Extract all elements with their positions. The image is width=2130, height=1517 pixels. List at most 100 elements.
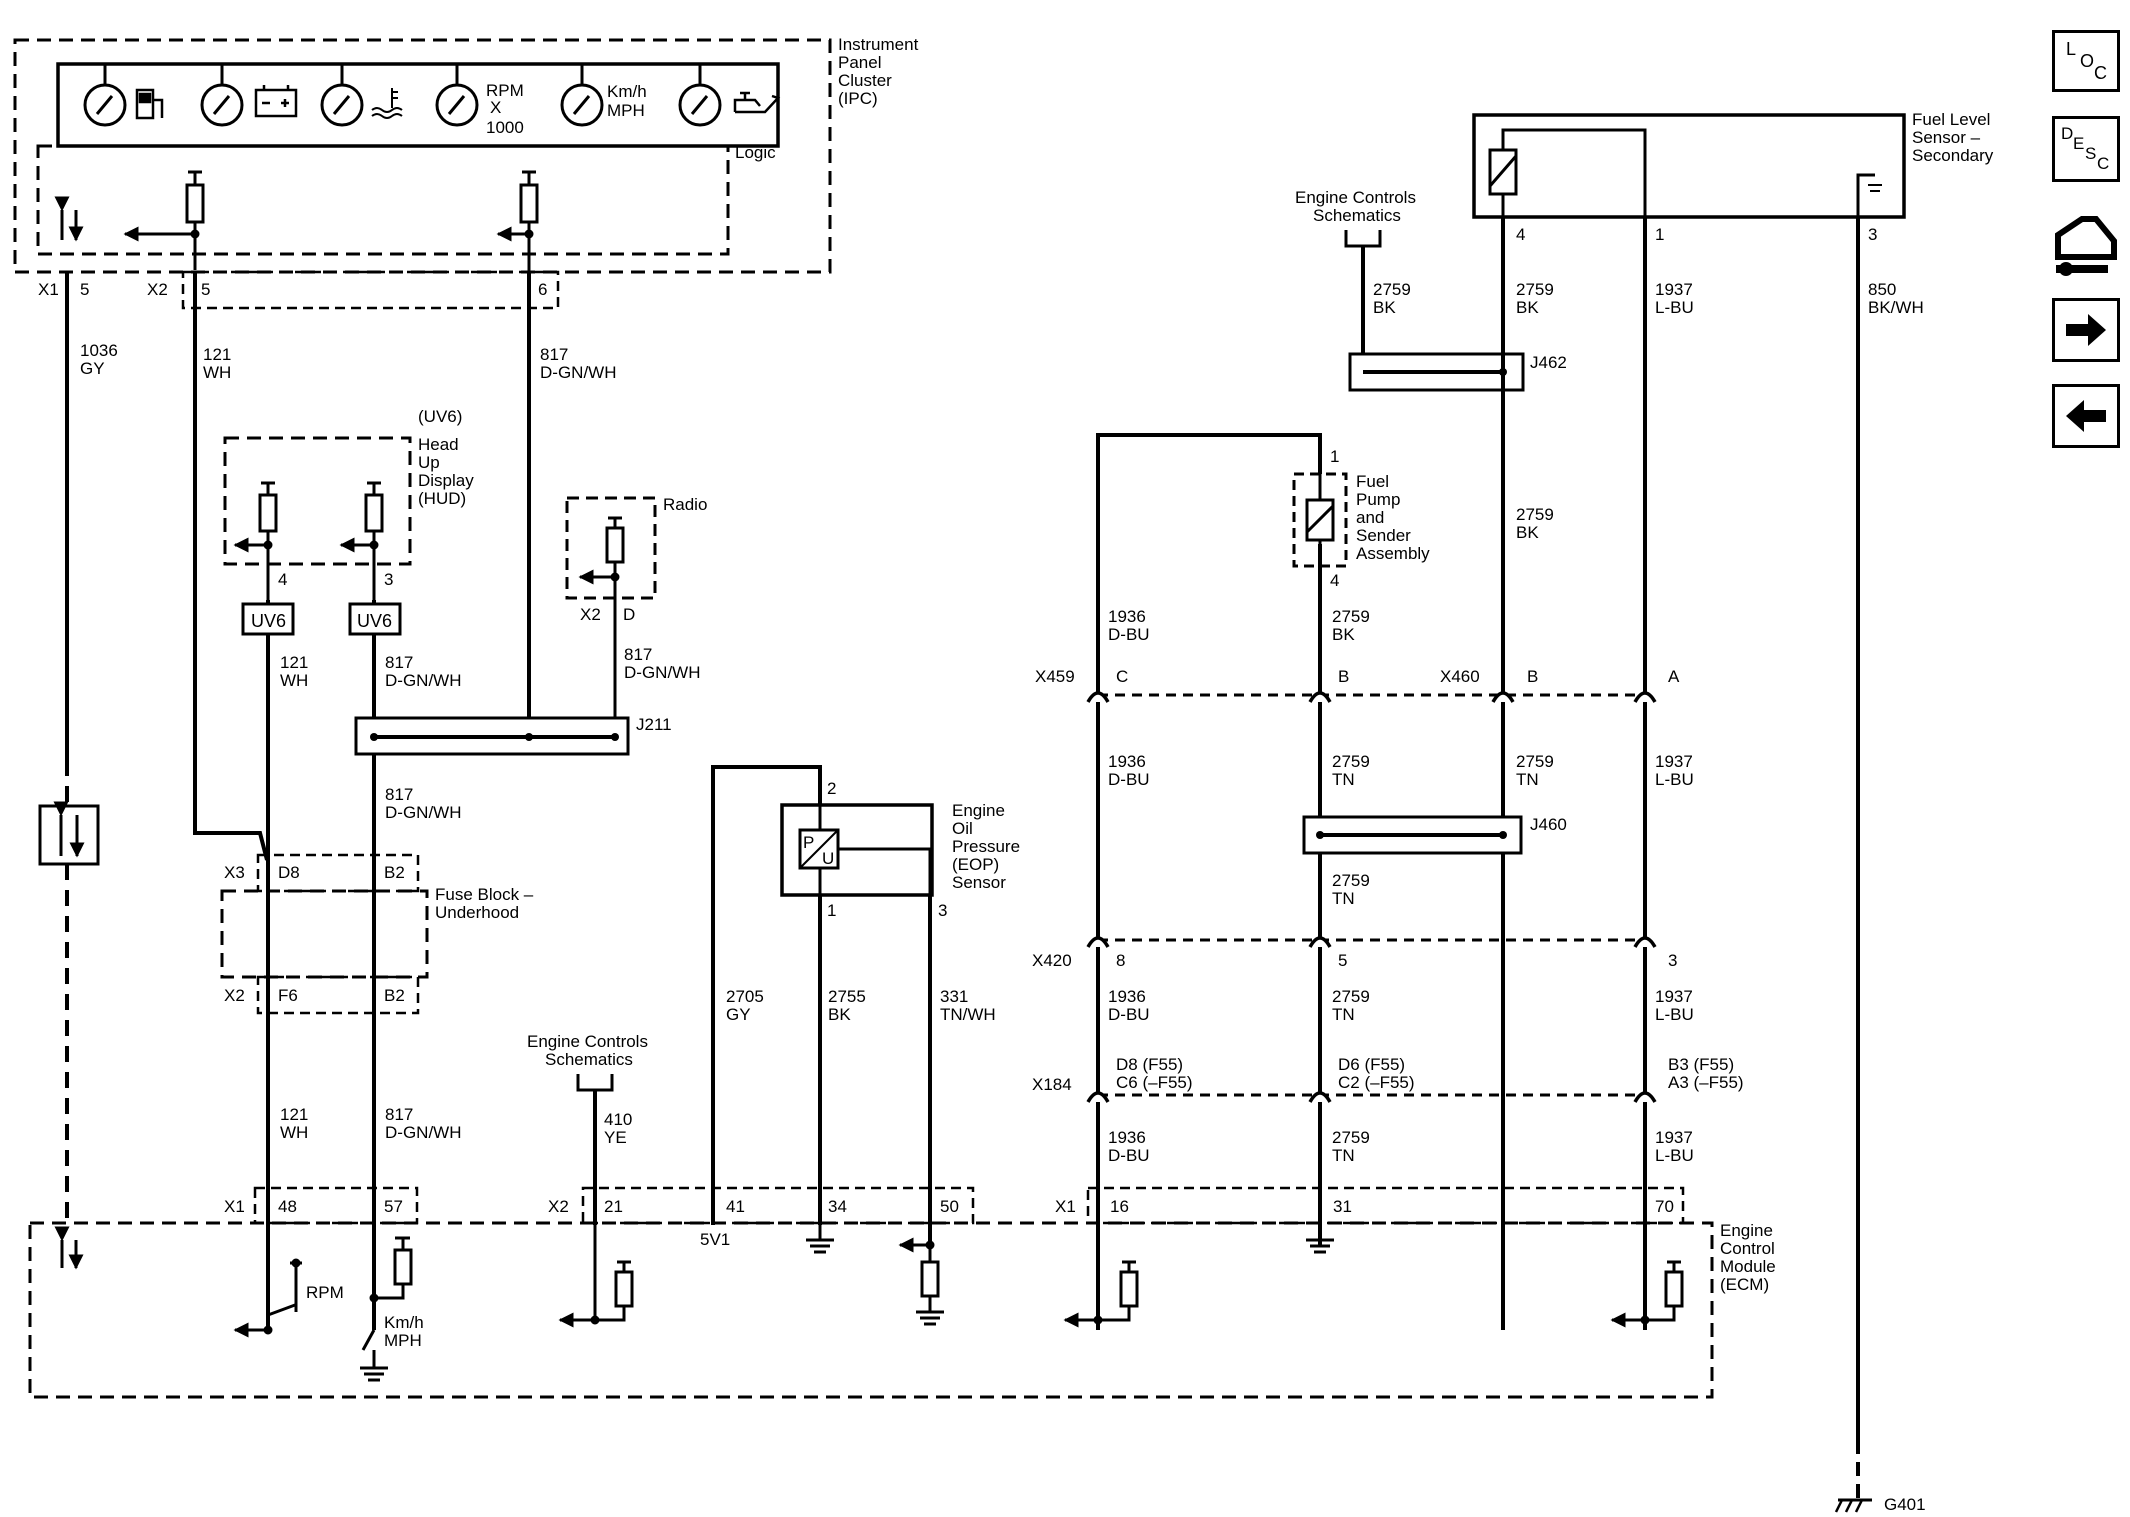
svg-text:4: 4 [278, 570, 287, 589]
logic-input-121 [123, 170, 205, 270]
logic-label: Logic [735, 143, 776, 162]
desc-letter: D [2061, 124, 2074, 143]
svg-text:X184: X184 [1032, 1075, 1072, 1094]
svg-text:J460: J460 [1530, 815, 1567, 834]
gauge-row [83, 64, 722, 127]
svg-text:B: B [1338, 667, 1349, 686]
svg-text:3: 3 [1868, 225, 1877, 244]
component-view-button[interactable] [2052, 205, 2120, 285]
serial-data-icon [54, 196, 84, 242]
next-button[interactable] [2052, 298, 2120, 362]
svg-text:3: 3 [938, 901, 947, 920]
svg-text:1: 1 [1330, 447, 1339, 466]
svg-text:D6 (F55)C2 (–F55): D6 (F55)C2 (–F55) [1338, 1055, 1415, 1092]
svg-text:J462: J462 [1530, 353, 1567, 372]
svg-text:A: A [1668, 667, 1680, 686]
loc-letter: L [2066, 39, 2077, 59]
battery-icon [254, 85, 298, 118]
svg-text:D8 (F55)C6 (–F55): D8 (F55)C6 (–F55) [1116, 1055, 1193, 1092]
location-button[interactable]: L O C [2052, 30, 2120, 92]
wire-121-ipc [193, 272, 269, 861]
connector-x184: X184 D8 (F55)C6 (–F55) D6 (F55)C2 (–F55)… [1032, 1055, 1744, 1103]
connector-x420: X420 8 5 3 [1032, 936, 1677, 970]
svg-text:4: 4 [1330, 571, 1339, 590]
fuse-block-underhood: X3 D8 B2 X2 F6 B2 Fuse Block –Underhood [220, 853, 534, 1015]
svg-text:G401: G401 [1884, 1495, 1926, 1514]
svg-text:70: 70 [1655, 1197, 1674, 1216]
instrument-panel-cluster: RPM X 1000 Km/h MPH Instrument Panel Clu… [13, 35, 919, 275]
rpm-switch [233, 1258, 302, 1338]
speed-gauge-label: Km/h MPH [607, 82, 651, 120]
svg-text:21: 21 [604, 1197, 623, 1216]
logic-input-817 [496, 170, 539, 275]
svg-text:8: 8 [1116, 951, 1125, 970]
ipc-connectors: X1 5 X2 5 6 [38, 270, 560, 310]
coolant-temp-icon [371, 88, 403, 119]
svg-text:X1: X1 [224, 1197, 245, 1216]
svg-text:B: B [1527, 667, 1538, 686]
svg-text:B2: B2 [384, 863, 405, 882]
svg-text:5V1: 5V1 [700, 1230, 730, 1249]
svg-text:X420: X420 [1032, 951, 1072, 970]
svg-text:(UV6): (UV6) [418, 407, 462, 426]
oil-pressure-icon [733, 91, 781, 114]
splice-j211: J211 [354, 715, 672, 756]
svg-text:50: 50 [940, 1197, 959, 1216]
svg-text:X3: X3 [224, 863, 245, 882]
svg-text:U: U [822, 849, 834, 868]
svg-text:X2: X2 [224, 986, 245, 1005]
fuel-gauge-icon [135, 88, 164, 120]
desc-letter: C [2097, 154, 2110, 173]
previous-button[interactable] [2052, 384, 2120, 448]
description-button[interactable]: D E S C [2052, 116, 2120, 182]
wrench-vehicle-icon [2055, 216, 2117, 276]
svg-text:48: 48 [278, 1197, 297, 1216]
splice-j460: J460 [1302, 815, 1567, 855]
svg-text:C: C [1116, 667, 1128, 686]
loc-letter: O [2080, 51, 2095, 71]
svg-text:5: 5 [80, 280, 89, 299]
desc-letter: S [2085, 144, 2097, 163]
svg-text:4: 4 [1516, 225, 1525, 244]
svg-text:X459: X459 [1035, 667, 1075, 686]
svg-text:5: 5 [1338, 951, 1347, 970]
svg-text:1: 1 [827, 901, 836, 920]
svg-text:1: 1 [1655, 225, 1664, 244]
svg-text:B3 (F55)A3 (–F55): B3 (F55)A3 (–F55) [1668, 1055, 1744, 1092]
svg-text:3: 3 [384, 570, 393, 589]
splice-j462: J462 [1348, 352, 1567, 392]
svg-text:X2: X2 [548, 1197, 569, 1216]
right-wires [1096, 217, 1860, 1500]
serial-data-symbol [38, 801, 100, 866]
